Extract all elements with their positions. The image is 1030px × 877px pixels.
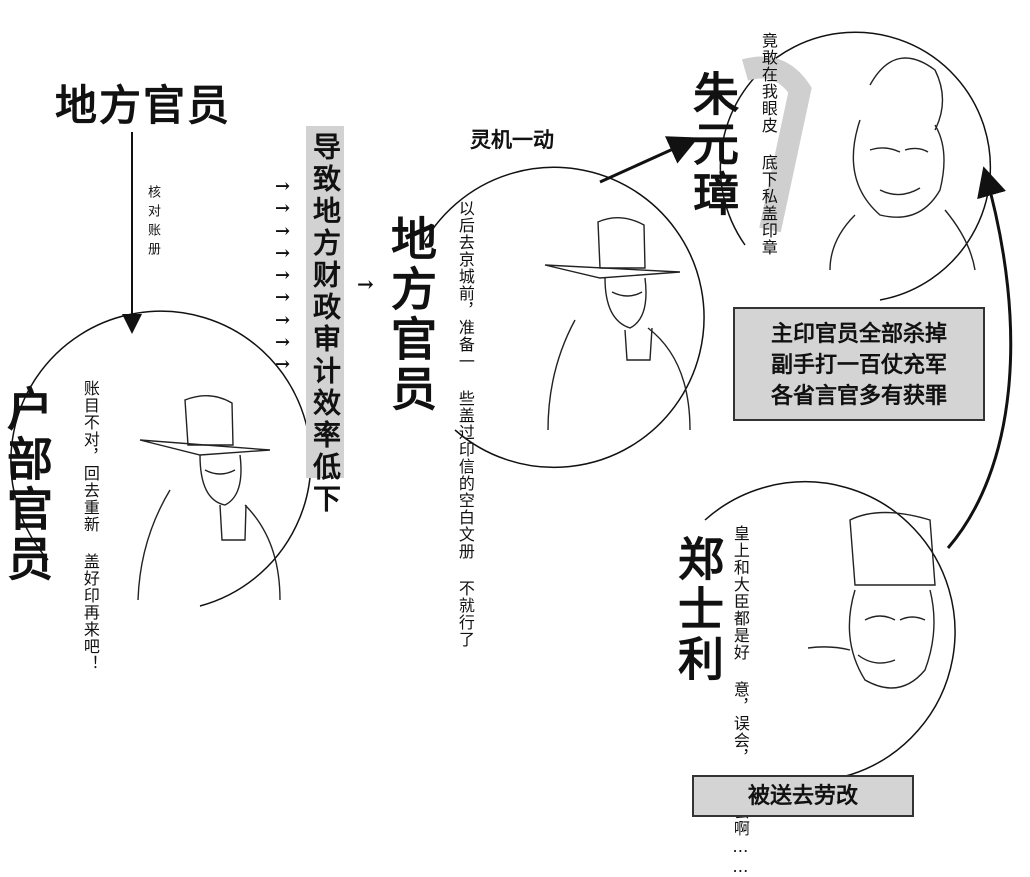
- speech-line: 些盖过印信的空白文册: [455, 390, 475, 560]
- punishment-line: 副手打一百仗充军: [770, 352, 947, 378]
- hubu-speech: 账目不对，回去重新 盖好印再来吧！: [80, 380, 100, 672]
- hubu-name: 户部官员: [0, 385, 54, 585]
- zheng-circle: [704, 481, 956, 783]
- speech-line: 以后去京城前，准备一: [455, 200, 475, 370]
- to-emperor-arrow: [599, 136, 699, 184]
- official-portrait-icon: [544, 217, 691, 431]
- page-title: 地方官员: [55, 81, 232, 130]
- local-speech: 以后去京城前，准备一 些盖过印信的空白文册 不就行了: [455, 200, 475, 648]
- result-band: 导致地方财政审计效率低下: [306, 126, 344, 516]
- zhu-speech: 竟敢在我眼皮 底下私盖印章: [758, 32, 778, 256]
- idea-label: 灵机一动: [470, 127, 554, 152]
- local-circle: [419, 166, 705, 469]
- labor-box: 被送去劳改: [692, 775, 914, 817]
- return-arrow: [946, 166, 1013, 549]
- hubu-circle: [10, 310, 312, 607]
- punishment-line: 主印官员全部杀掉: [770, 321, 947, 347]
- local-name: 地方官员: [384, 215, 438, 415]
- zhu-name: 朱元璋: [686, 70, 740, 220]
- result-label: 导致地方财政审计效率低下: [309, 132, 342, 516]
- check-ledger-label: 核对账册: [145, 185, 160, 261]
- official-portrait-icon: [807, 511, 936, 689]
- mid-arrow: →: [357, 272, 374, 296]
- punishment-box: 主印官员全部杀掉 副手打一百仗充军 各省言官多有获罪: [733, 307, 985, 421]
- emperor-portrait-icon: [829, 57, 976, 271]
- speech-line: 账目不对，回去重新: [80, 380, 100, 533]
- speech-line: 盖好印再来吧！: [80, 553, 100, 672]
- speech-line: 意，误会，: [730, 681, 750, 766]
- speech-line: 竟敢在我眼皮: [758, 32, 778, 134]
- speech-line: 底下私盖印章: [758, 154, 778, 256]
- zhu-circle: [719, 31, 992, 301]
- official-portrait-icon: [137, 395, 281, 601]
- punishment-line: 各省言官多有获罪: [770, 383, 947, 409]
- speech-line: 不就行了: [455, 580, 475, 648]
- zheng-speech: 皇上和大臣都是好 意，误会， 误会啊……: [730, 525, 750, 877]
- arrow-column: → → → → → → → → →: [275, 176, 291, 376]
- speech-line: 皇上和大臣都是好: [730, 525, 750, 661]
- zheng-name: 郑士利: [671, 535, 725, 685]
- diagram-lines: [10, 31, 1013, 783]
